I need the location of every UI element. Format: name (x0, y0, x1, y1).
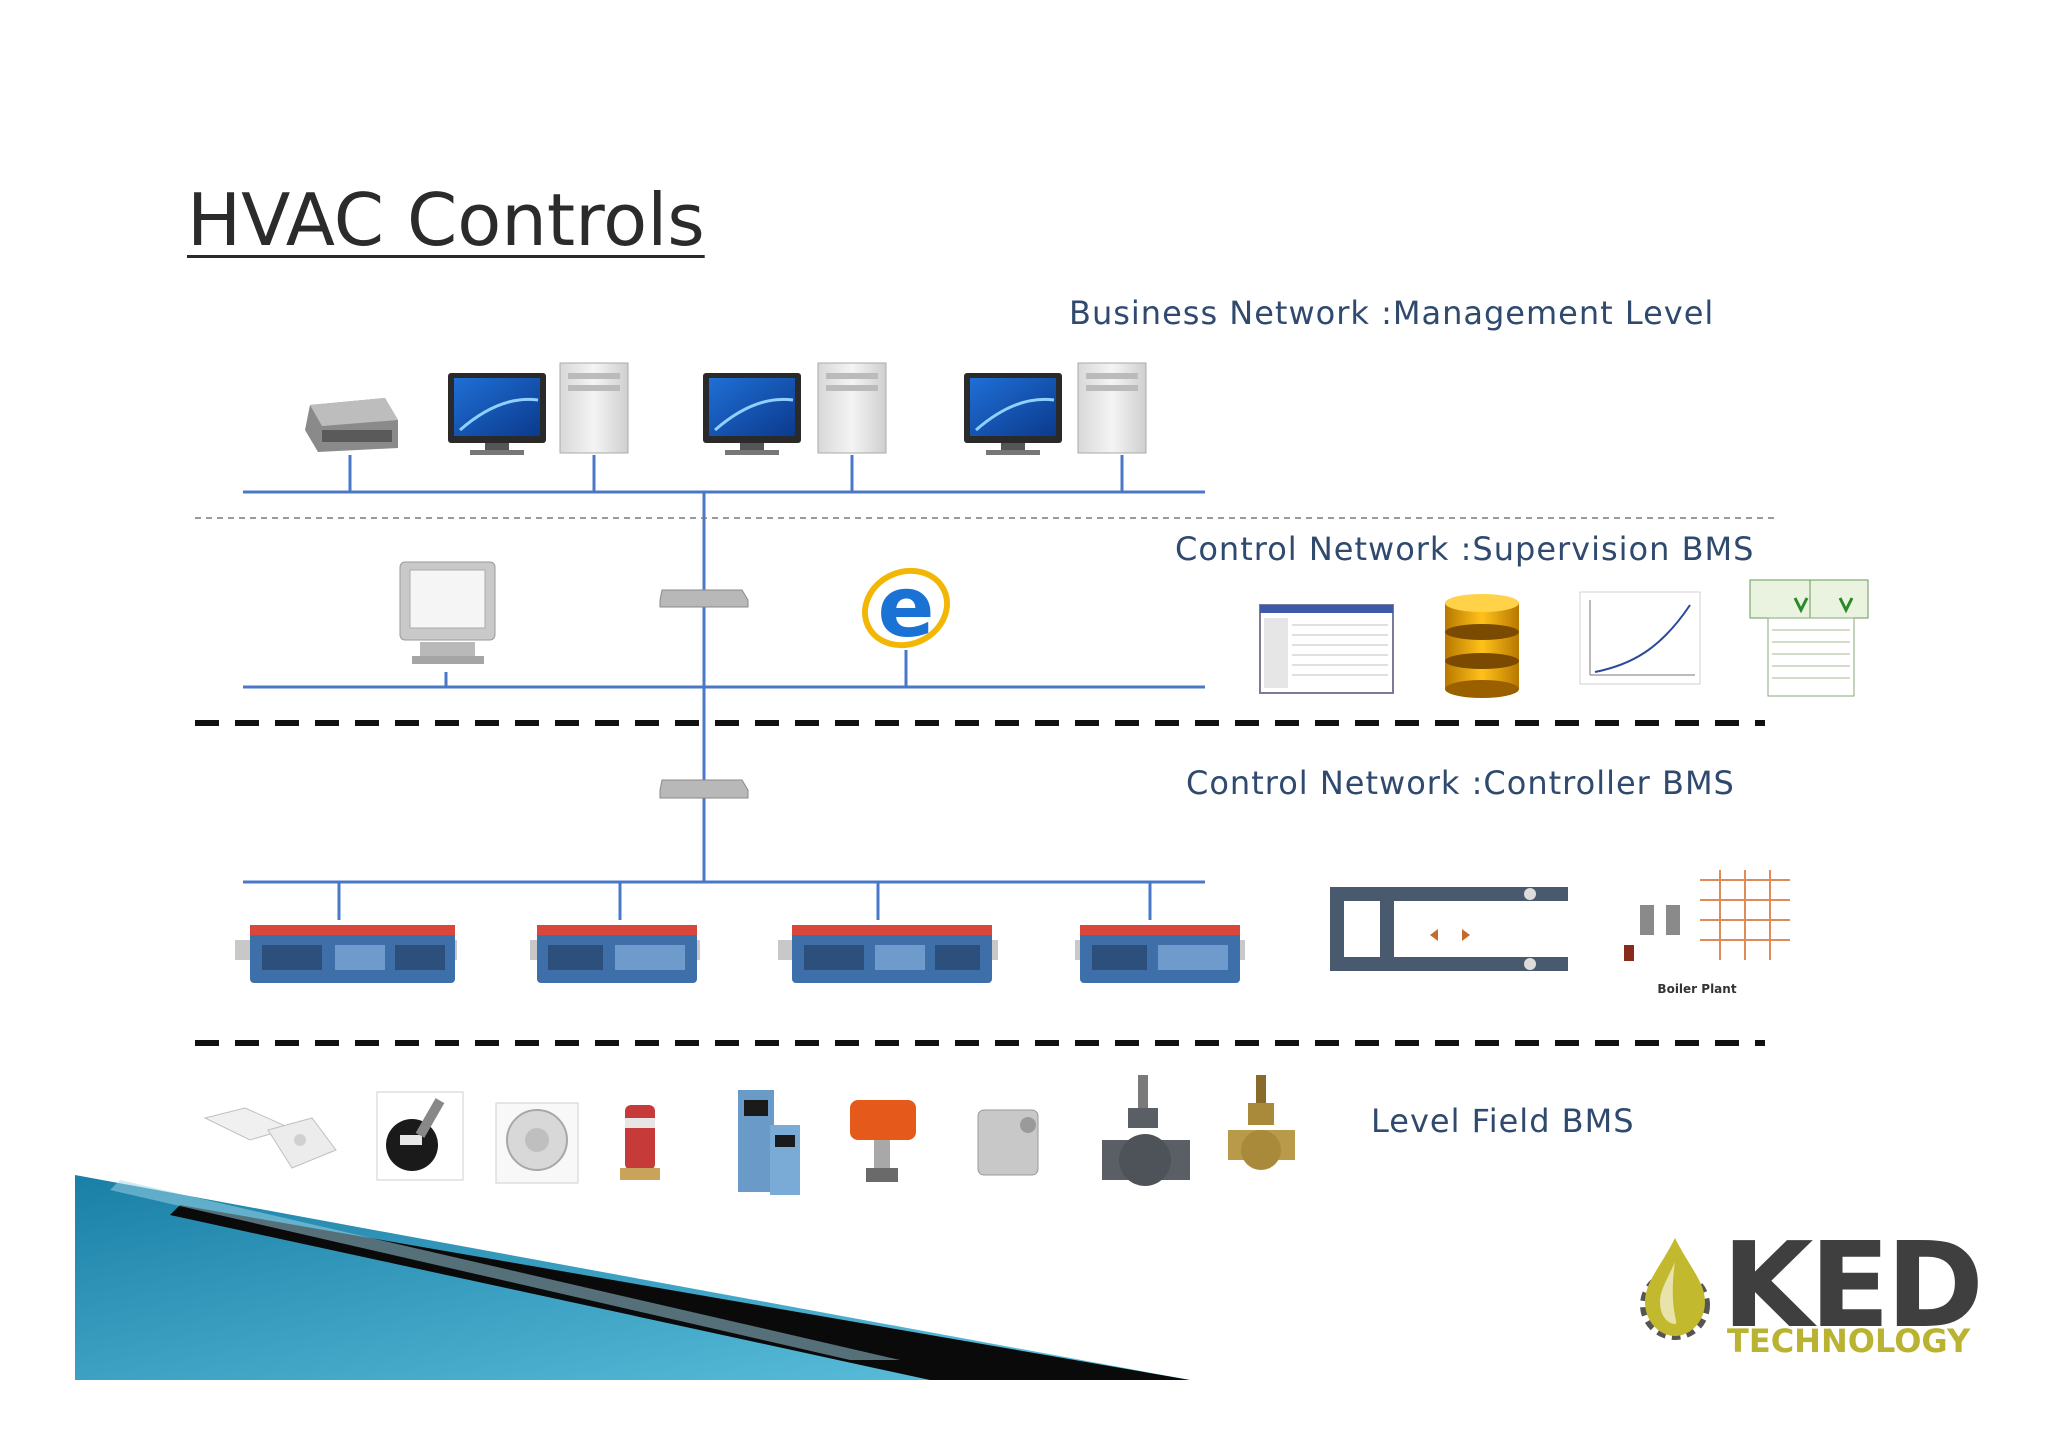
ahu-schematic-icon (1330, 887, 1568, 971)
desktop-computer-icon (703, 362, 887, 455)
boiler-plant-schematic-icon (1624, 870, 1790, 961)
internet-explorer-icon: e (862, 558, 950, 656)
network-switch-icon (659, 779, 749, 799)
variable-speed-drive-icon (738, 1090, 800, 1195)
desktop-computer-icon (448, 362, 629, 455)
boiler-plant-caption: Boiler Plant (1657, 982, 1736, 996)
printer-icon (305, 398, 398, 452)
report-icon (1749, 579, 1869, 697)
immersion-sensor-icon (620, 1105, 660, 1180)
level-label-management: Business Network :Management Level (1069, 294, 1715, 332)
controller-module-icon (1075, 925, 1245, 983)
database-icon (1445, 594, 1519, 698)
controller-module-icon (235, 925, 457, 983)
damper-actuator-icon (977, 1109, 1039, 1176)
logo-tagline: TECHNOLOGY (1727, 1322, 1971, 1360)
svg-text:e: e (878, 558, 935, 656)
pressure-switch-icon (495, 1102, 579, 1184)
brass-valve-icon (1228, 1075, 1295, 1170)
ked-logo-icon (1640, 1238, 1710, 1340)
controller-module-icon (778, 925, 998, 983)
level-label-field: Level Field BMS (1371, 1102, 1635, 1140)
level-label-supervision: Control Network :Supervision BMS (1175, 530, 1755, 568)
level-label-controller: Control Network :Controller BMS (1186, 764, 1735, 802)
control-valve-icon (1102, 1075, 1190, 1186)
valve-actuator-icon (850, 1100, 916, 1182)
logo-name: KED (1722, 1216, 1984, 1354)
duct-sensor-icon (376, 1091, 464, 1181)
software-table-icon (1259, 604, 1394, 694)
room-sensor-icon (203, 1107, 337, 1169)
crt-monitor-icon (399, 561, 496, 664)
desktop-computer-icon (964, 362, 1147, 455)
trend-chart-icon (1579, 591, 1701, 685)
network-lines (243, 455, 1205, 920)
network-switch-icon (659, 589, 749, 608)
decorative-wedge (75, 1175, 1190, 1380)
page-title: HVAC Controls (187, 178, 705, 262)
controller-module-icon (530, 925, 700, 983)
